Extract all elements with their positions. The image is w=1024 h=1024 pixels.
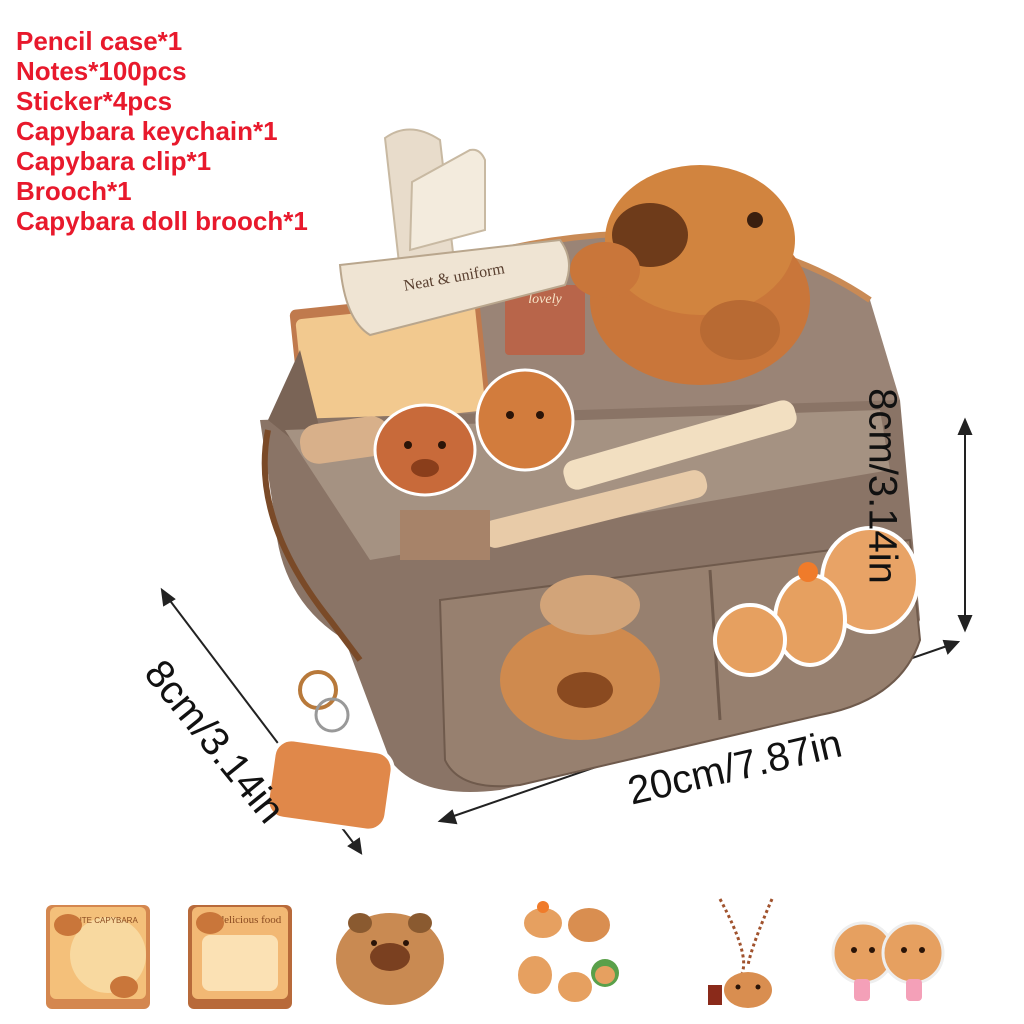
thumbnail-delicious-food-notes: delicious food xyxy=(188,905,292,1009)
capybara-sticker xyxy=(713,526,920,677)
acrylic-brooches xyxy=(373,368,575,497)
contents-item: Notes*100pcs xyxy=(16,56,187,86)
lovely-notes: lovely xyxy=(505,285,585,355)
capybara-plush xyxy=(570,165,810,385)
contents-item: Capybara doll brooch*1 xyxy=(16,206,308,236)
lovely-label: lovely xyxy=(528,292,562,307)
capybara-keychain xyxy=(265,670,395,833)
capybara-clip: Neat & uniform xyxy=(338,128,570,337)
delicious-note-label: delicious food xyxy=(219,914,282,926)
contents-item: Capybara keychain*1 xyxy=(16,116,278,146)
contents-item: Sticker*4pcs xyxy=(16,86,173,116)
notes-pad xyxy=(289,290,491,430)
contents-item: Capybara clip*1 xyxy=(16,146,212,176)
plush-brooch xyxy=(500,575,660,740)
thumbnail-cute-capybara-notes: CUTE CAPYBARA xyxy=(46,905,150,1009)
dimension-height-label: 8cm/3.14in xyxy=(860,388,905,584)
dimension-arrow-height xyxy=(957,417,973,633)
thumbnail-acrylic-brooches xyxy=(831,921,945,1001)
thumbnail-plush-brooch xyxy=(336,913,444,1005)
thumbnail-stickers xyxy=(516,901,619,1004)
cute-note-label: CUTE CAPYBARA xyxy=(70,916,138,925)
contents-item: Pencil case*1 xyxy=(16,26,183,56)
contents-item: Brooch*1 xyxy=(16,176,132,206)
contents-list: Pencil case*1 Notes*100pcs Sticker*4pcs … xyxy=(16,26,308,236)
thumbnail-keychain xyxy=(708,898,774,1008)
